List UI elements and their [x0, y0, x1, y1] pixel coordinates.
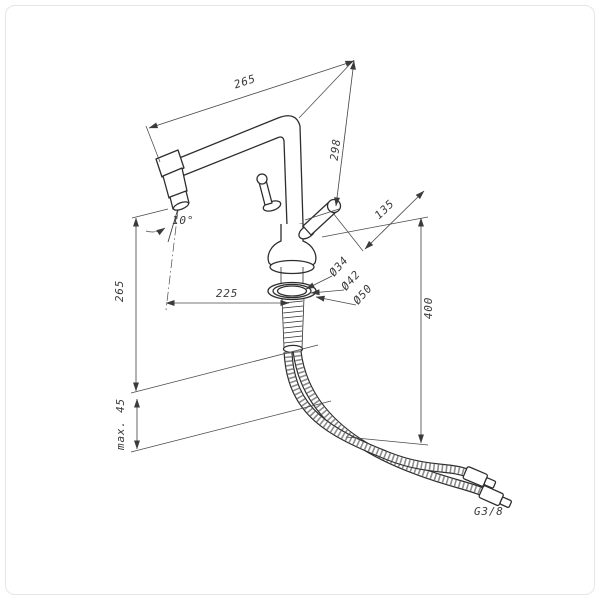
ext-top-left — [145, 125, 161, 163]
spout-tip-taper — [162, 167, 188, 199]
ext-counter-bottom-plane — [130, 400, 332, 453]
angle-arc — [145, 227, 166, 236]
label-spout-angle: 10° — [172, 214, 194, 227]
label-hose-drop: 400 — [422, 297, 435, 319]
label-height-left: 265 — [113, 280, 126, 302]
ext-height-left-top — [131, 208, 169, 219]
spout-tip-axis-centerline — [165, 209, 179, 311]
ext-depth — [332, 212, 364, 252]
faucet-body — [155, 115, 342, 354]
shank-left-edge — [281, 297, 285, 349]
leader-dia-inner — [305, 275, 333, 290]
hose-fitting-upper — [462, 466, 497, 489]
dimension-lines — [133, 60, 425, 450]
label-counter-max: max. 45 — [114, 398, 127, 451]
base-flange-inner — [276, 285, 308, 297]
leader-dia-mid — [310, 289, 345, 296]
ext-counter-top-plane — [130, 344, 319, 394]
label-reach: 225 — [216, 287, 238, 300]
shank-threads — [282, 300, 304, 344]
ext-hose-drop-bottom — [345, 436, 429, 446]
dim-line-spout-width — [148, 60, 355, 129]
left-lever-knob — [256, 173, 268, 185]
label-height-right: 298 — [328, 138, 344, 162]
hose-upper — [283, 351, 469, 478]
label-thread-size: G3/8 — [474, 505, 504, 518]
ext-hose-drop-top — [321, 216, 429, 238]
ext-top-right — [298, 59, 355, 119]
spout-aerator-outlet — [172, 201, 190, 211]
mixer-body-bottom-rim — [269, 259, 315, 275]
flexible-hoses — [283, 350, 512, 509]
dim-line-height-right — [334, 60, 356, 207]
label-depth: 135 — [372, 197, 397, 222]
dim-line-depth — [364, 190, 425, 250]
ext-height-right-bottom — [304, 208, 340, 221]
label-spout-width: 265 — [232, 72, 257, 91]
shank-right-edge — [301, 297, 305, 349]
hose-fitting-lower — [478, 485, 512, 509]
spout-tube — [166, 115, 304, 227]
leader-dia-outer — [315, 295, 357, 306]
